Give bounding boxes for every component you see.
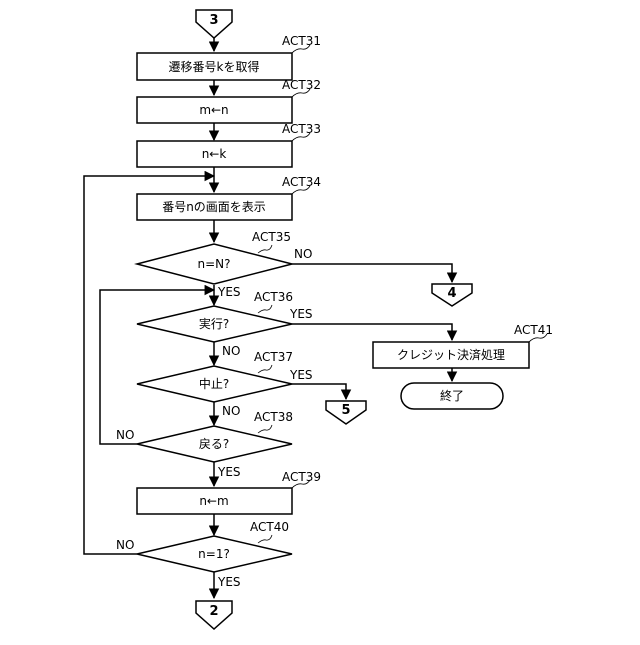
process-act32: m←n ACT32 [137, 78, 321, 123]
terminator-end: 終了 [401, 383, 503, 409]
act37-no-label: NO [222, 404, 240, 418]
terminator-end-label: 終了 [440, 388, 464, 403]
connector-4-label: 4 [447, 286, 456, 301]
step-id-act34: ACT34 [282, 175, 321, 189]
decision-act40-label: n=1? [198, 547, 230, 561]
connector-start-label: 3 [209, 13, 218, 28]
connector-5-label: 5 [341, 403, 350, 418]
act38-yes-label: YES [217, 465, 241, 479]
step-id-act40: ACT40 [250, 520, 289, 534]
act36-no-label: NO [222, 344, 240, 358]
decision-act37-label: 中止? [199, 376, 229, 391]
decision-act38-label: 戻る? [199, 437, 229, 451]
step-id-act37: ACT37 [254, 350, 293, 364]
decision-act37: 中止? ACT37 [137, 350, 293, 402]
step-id-act38: ACT38 [254, 410, 293, 424]
step-id-act33: ACT33 [282, 122, 321, 136]
act40-yes-label: YES [217, 575, 241, 589]
process-act34: 番号nの画面を表示 ACT34 [137, 175, 321, 220]
act35-yes-label: YES [217, 285, 241, 299]
step-id-act35: ACT35 [252, 230, 291, 244]
process-act41: クレジット決済処理 ACT41 [373, 323, 553, 368]
process-act31: 遷移番号kを取得 ACT31 [137, 34, 321, 80]
process-act32-label: m←n [199, 103, 228, 117]
process-act34-label: 番号nの画面を表示 [162, 200, 266, 214]
process-act31-label: 遷移番号kを取得 [169, 59, 260, 74]
decision-act36-label: 実行? [199, 316, 229, 331]
step-id-act41: ACT41 [514, 323, 553, 337]
act38-no-label: NO [116, 428, 134, 442]
connector-end: 2 [196, 601, 232, 629]
process-act39-label: n←m [199, 494, 228, 508]
step-id-act31: ACT31 [282, 34, 321, 48]
process-act33-label: n←k [202, 147, 227, 161]
connector-start: 3 [196, 10, 232, 38]
decision-act38: 戻る? ACT38 [137, 410, 293, 462]
act35-no-label: NO [294, 247, 312, 261]
decision-act35-label: n=N? [197, 257, 230, 271]
decision-act36: 実行? ACT36 [137, 290, 293, 342]
connector-4: 4 [432, 284, 472, 306]
process-act33: n←k ACT33 [137, 122, 321, 167]
act40-no-label: NO [116, 538, 134, 552]
connector-end-label: 2 [209, 604, 218, 619]
step-id-act36: ACT36 [254, 290, 293, 304]
act37-yes-label: YES [289, 368, 313, 382]
process-act41-label: クレジット決済処理 [397, 347, 505, 362]
act36-yes-label: YES [289, 307, 313, 321]
step-id-act39: ACT39 [282, 470, 321, 484]
step-id-act32: ACT32 [282, 78, 321, 92]
connector-5: 5 [326, 401, 366, 424]
